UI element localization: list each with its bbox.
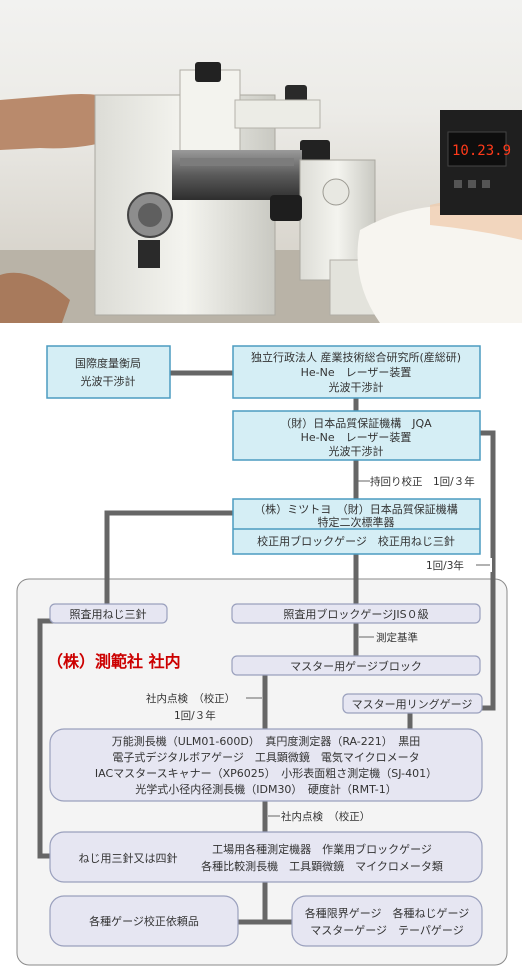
gauges-line-2: マスターゲージ テーパゲージ	[310, 924, 463, 937]
jqa-line-2: He-Ne レーザー装置	[301, 431, 412, 444]
box-check-wire	[49, 603, 168, 624]
instruments-line-2: 電子式デジタルボアゲージ 工具顕微鏡 電気マイクロメータ	[112, 750, 419, 764]
box-factory	[49, 831, 483, 883]
box-bipm	[46, 345, 171, 399]
annotation-internal-check-1: 社内点検 （校正）	[146, 692, 235, 705]
mitutoyo-line-2: 特定二次標準器	[318, 515, 395, 529]
lab-instrument-photo: 10.23.9	[0, 0, 522, 323]
master-block-label: マスター用ゲージブロック	[290, 659, 422, 673]
box-check-block	[231, 603, 481, 624]
annotation-internal-check-3: 社内点検 （校正）	[281, 810, 370, 823]
box-master-block	[231, 655, 481, 676]
check-block-label: 照査用ブロックゲージJIS０級	[283, 607, 428, 621]
aist-line-3: 光波干渉計	[329, 380, 384, 394]
factory-line-2: 各種比較測長機 工具顕微鏡 マイクロメータ類	[201, 859, 443, 873]
bipm-line-1: 国際度量衡局	[75, 356, 141, 370]
annotation-internal-check-2: 1回/３年	[174, 709, 216, 722]
aist-line-1: 独立行政法人 産業技術総合研究所(産総研)	[251, 350, 461, 364]
bipm-line-2: 光波干渉計	[81, 374, 136, 388]
box-jqa	[232, 410, 481, 461]
instruments-line-3: IACマスタースキャナー（XP6025） 小形表面粗さ測定機（SJ-401）	[95, 766, 437, 780]
wire-4-label: ねじ用三針又は四針	[79, 851, 178, 865]
box-gauges	[291, 895, 483, 947]
aist-line-2: He-Ne レーザー装置	[301, 366, 412, 379]
gauges-line-1: 各種限界ゲージ 各種ねじゲージ	[305, 906, 470, 920]
company-label: （株）測範社 社内	[47, 652, 181, 671]
jqa-line-1: （財）日本品質保証機構 JQA	[280, 416, 432, 430]
master-ring-label: マスター用リングゲージ	[352, 697, 473, 711]
annotation-circulation: 持回り校正 1回/３年	[370, 475, 475, 488]
traceability-diagram: 国際度量衡局 光波干渉計 独立行政法人 産業技術総合研究所(産総研) He-Ne…	[16, 345, 508, 966]
factory-line-1: 工場用各種測定機器 作業用ブロックゲージ	[212, 842, 432, 856]
box-master-ring	[342, 693, 483, 714]
box-instruments	[49, 728, 483, 802]
instruments-line-4: 光学式小径内径測長機（IDM30） 硬度計（RMT-1）	[135, 782, 397, 796]
annotation-measure-ref: 測定基準	[376, 631, 418, 644]
box-mitutoyo	[232, 498, 481, 555]
check-wire-label: 照査用ねじ三針	[70, 607, 147, 621]
client-label: 各種ゲージ校正依頼品	[89, 914, 199, 928]
mitutoyo-sub: 校正用ブロックゲージ 校正用ねじ三針	[257, 534, 455, 548]
box-client	[49, 895, 239, 947]
instruments-line-1: 万能測長機（ULM01-600D） 真円度測定器（RA-221） 黒田	[112, 734, 421, 748]
mitutoyo-line-1: （株）ミツトヨ （財）日本品質保証機構	[254, 502, 458, 516]
jqa-line-3: 光波干渉計	[329, 444, 384, 458]
annotation-once-3y: 1回/3年	[426, 559, 464, 572]
box-aist	[232, 345, 481, 399]
display-readout: 10.23.9	[452, 143, 511, 159]
